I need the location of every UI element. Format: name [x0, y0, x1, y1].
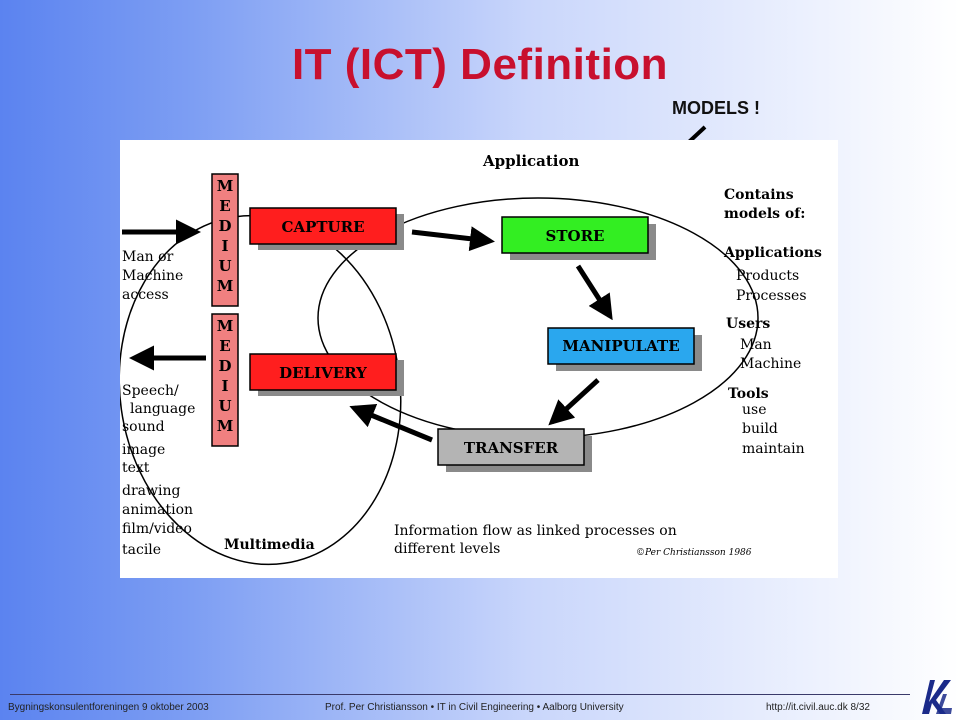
medium-letter: D [218, 217, 231, 235]
models-list: Contains models of: Applications Product… [723, 187, 822, 457]
models-callout: MODELS ! [672, 98, 760, 118]
svg-text:Applications: Applications [723, 245, 822, 261]
arrow-capture-store [411, 226, 495, 252]
svg-text:language: language [130, 401, 195, 417]
svg-text:film/video: film/video [122, 521, 192, 537]
copyright-note: ©Per Christiansson 1986 [636, 548, 752, 558]
svg-text:different levels: different levels [394, 541, 500, 557]
svg-text:models of:: models of: [724, 206, 805, 222]
svg-text:tacile: tacile [122, 542, 161, 558]
svg-text:sound: sound [122, 419, 165, 435]
svg-text:Speech/: Speech/ [122, 383, 179, 399]
manipulate-process: MANIPULATE [547, 327, 702, 371]
svg-text:Processes: Processes [736, 288, 807, 304]
medium-letter: E [219, 337, 230, 355]
svg-text:access: access [122, 287, 169, 303]
medium-letter: M [217, 177, 234, 195]
svg-text:Machine: Machine [122, 268, 183, 284]
svg-text:Products: Products [736, 268, 799, 284]
svg-text:Tools: Tools [728, 386, 769, 402]
svg-text:image: image [122, 442, 165, 458]
application-label: Application [482, 152, 579, 170]
svg-text:maintain: maintain [742, 441, 805, 457]
manipulate-label: MANIPULATE [562, 337, 679, 355]
diagram-caption: Information flow as linked processes on … [394, 523, 677, 557]
medium-letters-top: M E D I U M [217, 177, 234, 295]
medium-letter: I [221, 377, 228, 395]
medium-letter: U [218, 397, 231, 415]
medium-letter: E [219, 197, 230, 215]
footer-divider [10, 694, 910, 695]
multimedia-label: Multimedia [224, 537, 315, 553]
svg-text:drawing: drawing [122, 483, 180, 499]
svg-text:Man or: Man or [122, 249, 174, 265]
footer-right: http://it.civil.auc.dk 8/32 [766, 702, 870, 713]
medium-letter: M [217, 417, 234, 435]
medium-letter: M [217, 317, 234, 335]
arrow-manipulate-transfer [548, 378, 600, 426]
transfer-process: TRANSFER [437, 428, 592, 472]
svg-text:Information flow as linked pro: Information flow as linked processes on [394, 523, 677, 539]
medium-box-top [211, 173, 239, 307]
capture-label: CAPTURE [282, 218, 365, 236]
medium-letter: U [218, 257, 231, 275]
store-process: STORE [501, 216, 656, 260]
svg-text:Man: Man [740, 337, 772, 353]
medium-box-bottom [211, 313, 239, 447]
svg-text:Machine: Machine [740, 356, 801, 372]
arrow-store-manipulate [575, 264, 613, 321]
delivery-process: DELIVERY [249, 353, 404, 396]
medium-letter: D [218, 357, 231, 375]
svg-text:text: text [122, 460, 150, 476]
svg-text:use: use [742, 402, 767, 418]
arrow-transfer-delivery [349, 404, 433, 443]
university-logo-icon [922, 680, 952, 714]
slide-title: IT (ICT) Definition [291, 40, 669, 89]
svg-text:Users: Users [726, 316, 770, 332]
flow-arrows [122, 219, 613, 443]
svg-text:Contains: Contains [724, 187, 794, 203]
svg-text:animation: animation [122, 502, 193, 518]
ict-diagram: M E D I U M M E D I U M CAPTURE STORE [120, 140, 838, 578]
delivery-label: DELIVERY [279, 364, 367, 382]
store-label: STORE [546, 227, 605, 245]
medium-letter: M [217, 277, 234, 295]
input-description: Man or Machine access [122, 249, 183, 303]
medium-letter: I [221, 237, 228, 255]
capture-process: CAPTURE [249, 207, 404, 250]
footer-left: Bygningskonsulentforeningen 9 oktober 20… [8, 702, 209, 713]
medium-letters-bottom: M E D I U M [217, 317, 234, 435]
footer-middle: Prof. Per Christiansson • IT in Civil En… [325, 702, 624, 713]
svg-text:build: build [742, 421, 778, 437]
output-media-list: Speech/ language sound image text drawin… [122, 383, 195, 558]
transfer-label: TRANSFER [464, 439, 559, 457]
